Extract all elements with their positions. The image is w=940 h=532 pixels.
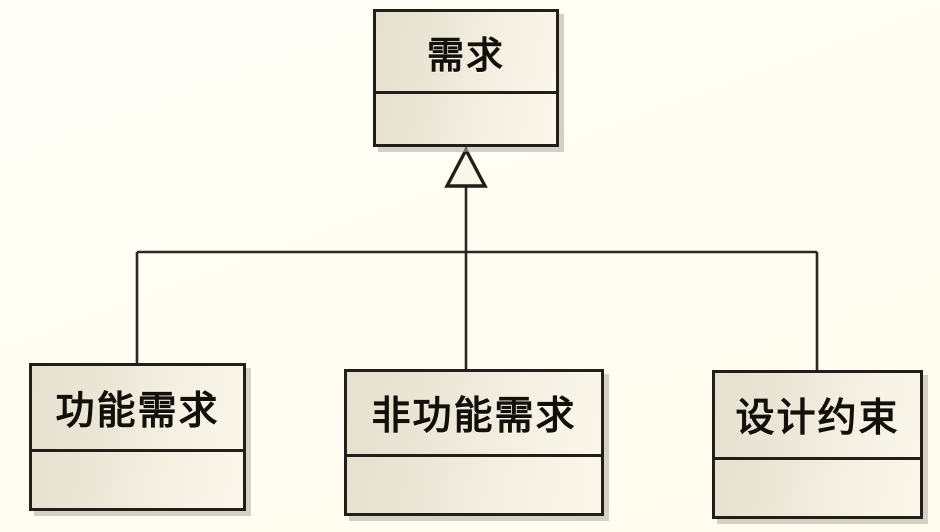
class-name-nonfunctional: 非功能需求 [347, 372, 601, 457]
generalization-arrowhead-icon [444, 146, 488, 188]
class-box-root[interactable]: 需求 [373, 9, 559, 147]
class-box-nonfunctional[interactable]: 非功能需求 [344, 369, 604, 516]
class-attributes-functional [32, 452, 243, 511]
class-name-constraint: 设计约束 [715, 373, 920, 460]
class-name-functional: 功能需求 [32, 366, 243, 452]
class-name-root: 需求 [376, 12, 556, 94]
class-attributes-nonfunctional [347, 457, 601, 516]
class-attributes-constraint [715, 460, 920, 519]
class-attributes-root [376, 94, 556, 147]
class-box-functional[interactable]: 功能需求 [29, 363, 246, 511]
class-box-constraint[interactable]: 设计约束 [712, 370, 923, 519]
